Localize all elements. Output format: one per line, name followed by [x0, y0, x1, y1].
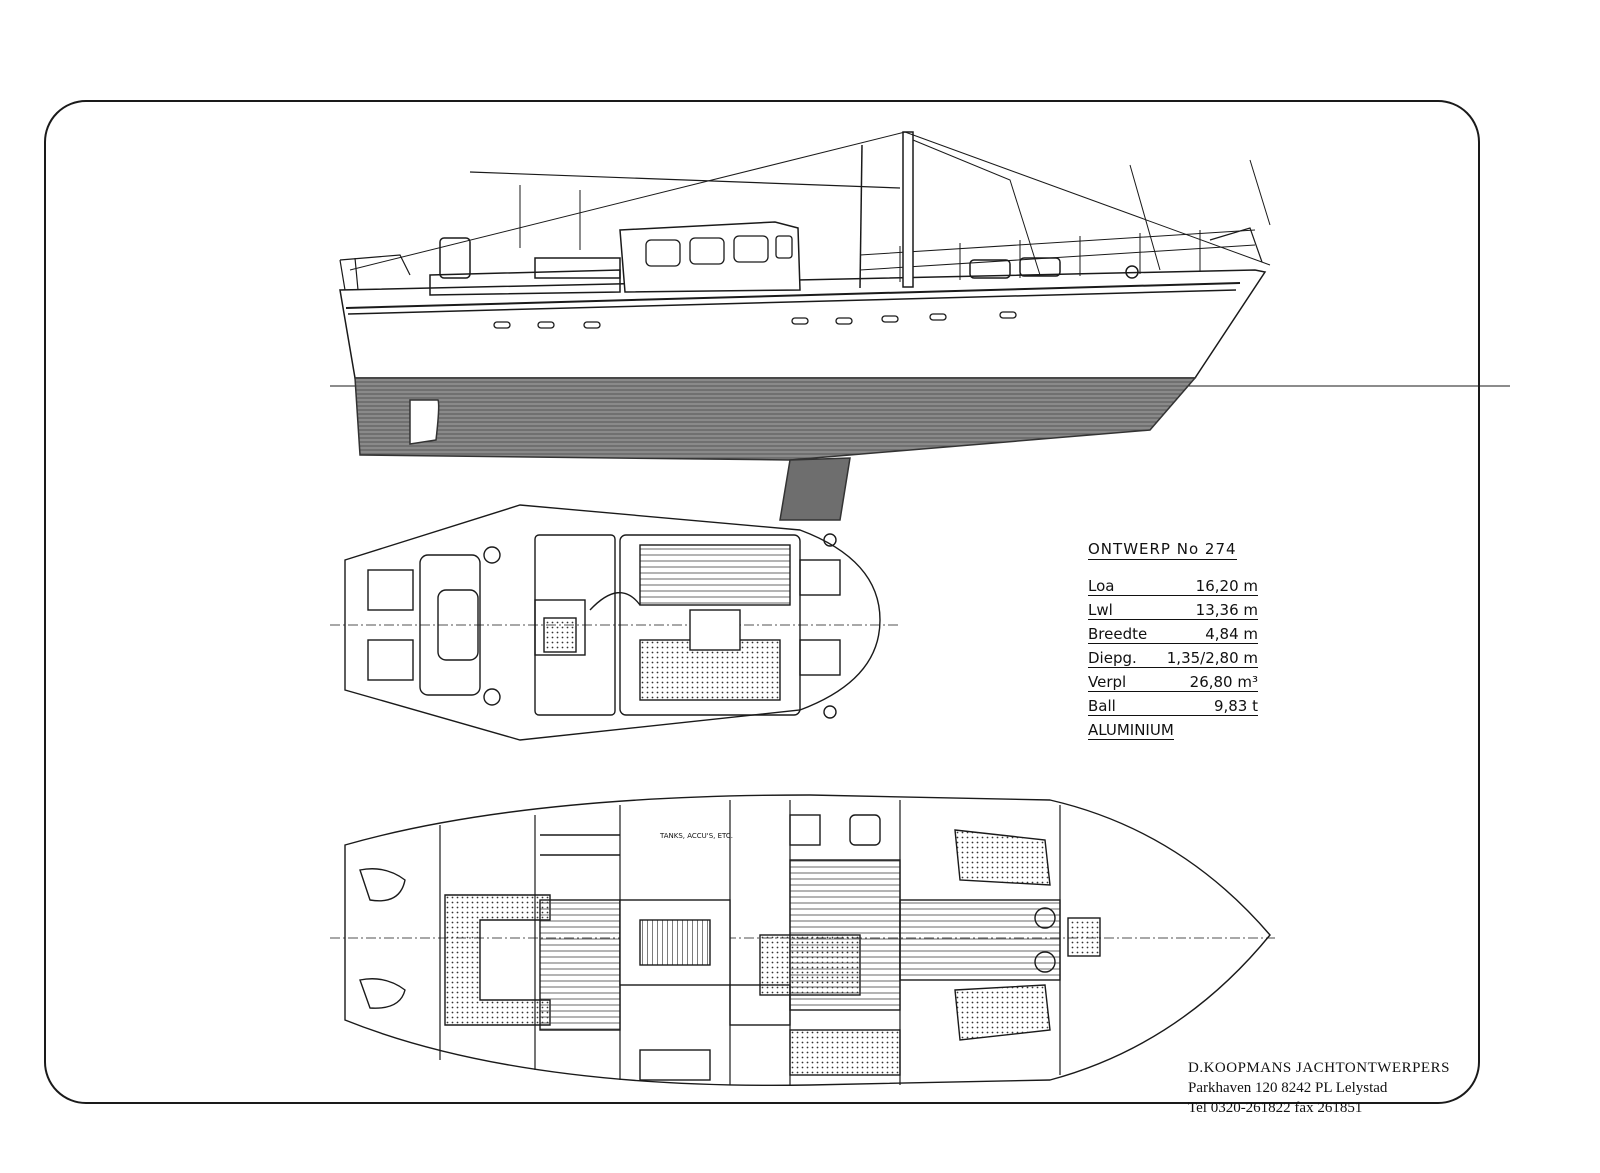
aft-pulpit [339, 254, 411, 291]
spec-label: Diepg. [1088, 649, 1137, 667]
mizzen-mast [859, 144, 863, 289]
spec-value: 13,36 m [1195, 601, 1258, 619]
spec-label: Breedte [1088, 625, 1148, 643]
rudder [409, 399, 440, 445]
spec-row: Loa 16,20 m [1088, 574, 1258, 596]
saloon-floor [539, 899, 621, 1031]
rigging [349, 131, 1271, 276]
cockpit-coaming [429, 269, 621, 296]
accommodation-plan-view [330, 794, 1275, 1086]
phone-fax: Tel 0320-261822 fax 261851 [1188, 1100, 1363, 1116]
fore-hatch [1067, 917, 1101, 957]
spec-row: Verpl 26,80 m³ [1088, 670, 1258, 692]
spec-row: Breedte 4,84 m [1088, 622, 1258, 644]
street-address: Parkhaven 120 8242 PL Lelystad [1188, 1080, 1388, 1096]
spec-value: 26,80 m³ [1189, 673, 1258, 691]
designer-address: D.KOOPMANS JACHTONTWERPERS Parkhaven 120… [1188, 1058, 1450, 1118]
spec-material: ALUMINIUM [1088, 721, 1174, 740]
spec-row: Lwl 13,36 m [1088, 598, 1258, 620]
spec-row: Ball 9,83 t [1088, 694, 1258, 716]
deck-hatch [543, 617, 577, 653]
companionway-arc [589, 591, 641, 611]
lifelines [859, 229, 1256, 271]
spec-row: Diepg. 1,35/2,80 m [1088, 646, 1258, 668]
hull-portholes [493, 311, 1017, 329]
mast [902, 131, 914, 288]
hull-underwater [354, 377, 1197, 461]
deckhouse-windows [645, 235, 793, 267]
spec-value: 9,83 t [1213, 697, 1258, 715]
spec-title: ONTWERP No 274 [1088, 540, 1237, 560]
deck-plan-view [330, 504, 900, 741]
spec-label: Lwl [1088, 601, 1113, 619]
spec-value: 1,35/2,80 m [1166, 649, 1258, 667]
plan-label: TANKS, ACCU'S, ETC. [659, 832, 733, 840]
bow-pulpit [1209, 227, 1263, 263]
spec-label: Verpl [1088, 673, 1127, 691]
spec-label: Ball [1088, 697, 1116, 715]
border-frame [44, 100, 1480, 1104]
spec-value: 16,20 m [1195, 577, 1258, 595]
keel [779, 457, 851, 521]
deckhouse [619, 221, 801, 293]
forward-cabin-floor [789, 859, 901, 1011]
spec-value: 4,84 m [1205, 625, 1258, 643]
side-profile-view [330, 131, 1510, 521]
stern-seat [359, 868, 406, 902]
forepeak-berth [954, 829, 1051, 886]
firm-name: D.KOOPMANS JACHTONTWERPERS [1188, 1060, 1450, 1076]
boom [469, 171, 901, 189]
spec-table: ONTWERP No 274 Loa 16,20 m Lwl 13,36 m B… [1088, 540, 1258, 740]
spec-label: Loa [1088, 577, 1115, 595]
